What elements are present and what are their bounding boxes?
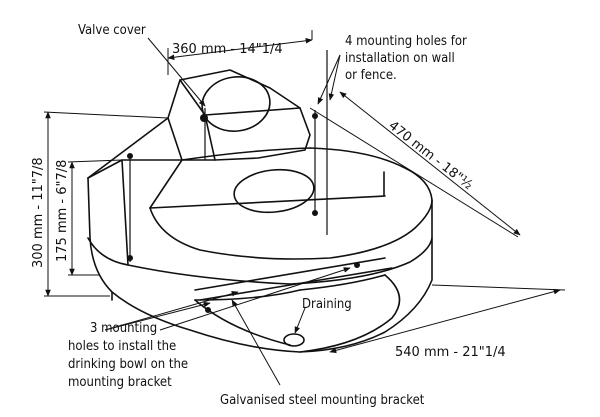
dim-width-bottom: 540 mm - 21"1/4 xyxy=(395,345,506,360)
wall-holes-label-line1: 4 mounting holes for xyxy=(345,34,467,49)
mounting-holes xyxy=(127,113,360,313)
bracket-holes-label-line2: holes to install the xyxy=(68,339,176,354)
dimension-labels: 360 mm - 14"1/4 470 mm - 18"½ 540 mm - 2… xyxy=(31,42,506,360)
bracket-label: Galvanised steel mounting bracket xyxy=(220,393,425,408)
wall-holes-label-line2: installation on wall xyxy=(345,51,455,66)
callout-leaders xyxy=(104,37,351,386)
bowl-outline xyxy=(87,69,433,353)
bracket-holes-label-line1: 3 mounting xyxy=(90,321,157,336)
draining-label: Draining xyxy=(302,297,352,312)
callout-labels: Valve cover 4 mounting holes for install… xyxy=(68,23,467,408)
bracket-holes-label-line3: drinking bowl on the xyxy=(68,357,188,372)
dimension-lines xyxy=(43,30,566,354)
valve-cover-label: Valve cover xyxy=(78,23,146,38)
dim-depth: 470 mm - 18"½ xyxy=(386,118,476,193)
dim-height-total: 300 mm - 11"7/8 xyxy=(31,157,46,268)
wall-holes-label-line3: or fence. xyxy=(345,68,397,83)
dim-height-bowl: 175 mm - 6"7/8 xyxy=(55,160,70,262)
mounting-guides xyxy=(129,50,328,262)
dim-width-top: 360 mm - 14"1/4 xyxy=(172,42,283,57)
bracket-holes-label-line4: mounting bracket xyxy=(68,375,172,390)
